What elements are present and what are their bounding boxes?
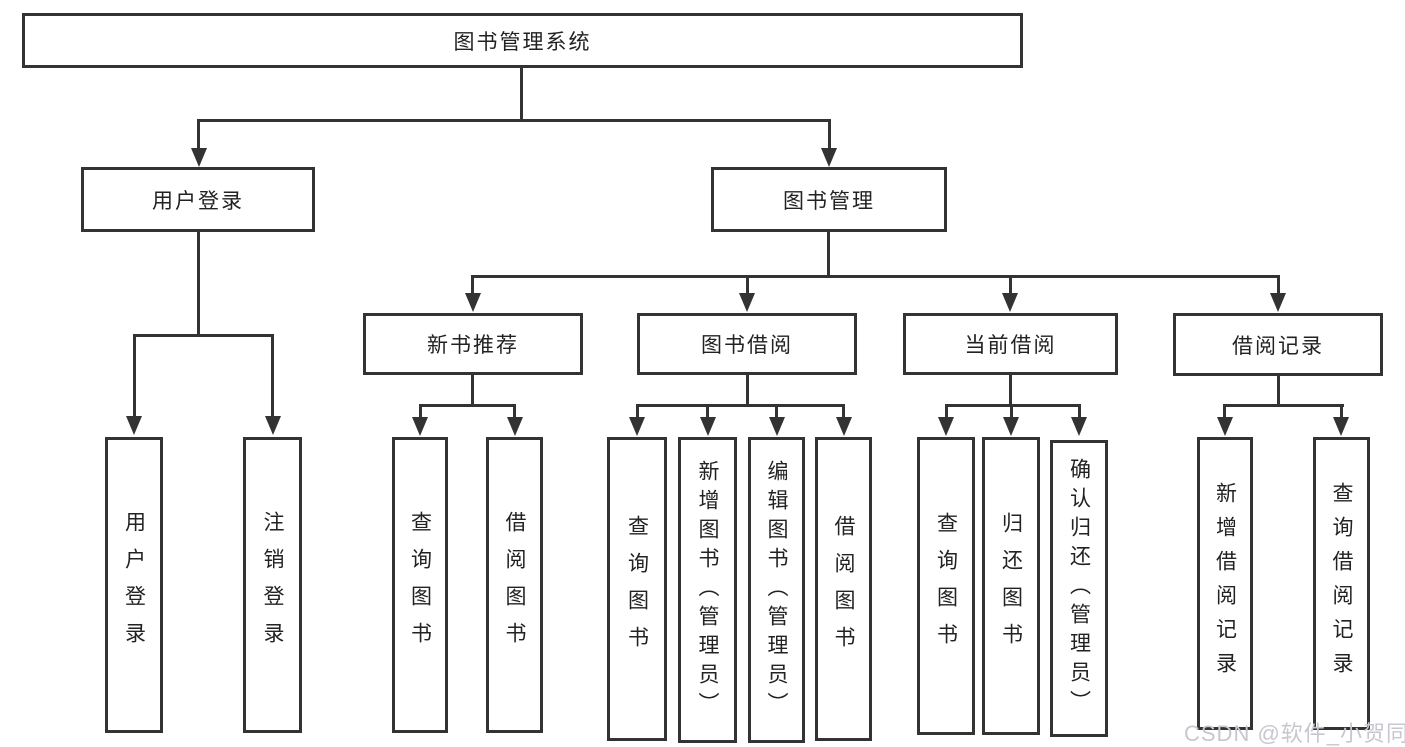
node-borrow-book: 借阅图书 (486, 437, 543, 733)
connector-root-stub-left (197, 119, 200, 151)
csdn-watermark: CSDN @软件_小贺同学 (1184, 721, 1405, 746)
connector-currentborrow-vertical (1009, 375, 1012, 406)
node-root: 图书管理系统 (22, 13, 1023, 68)
connector-root-horizontal (197, 119, 831, 122)
connector-bookborrow-stub-1 (636, 404, 639, 419)
connector-bookmgmt-stub-1 (471, 275, 474, 295)
connector-userlogin-horizontal (133, 334, 274, 337)
arrow-down-icon (938, 417, 954, 436)
arrow-down-icon (836, 417, 852, 436)
connector-borrowrecord-stub-1 (1223, 404, 1226, 419)
connector-borrowrecord-horizontal (1223, 404, 1344, 407)
node-query-book: 查询图书 (917, 437, 975, 735)
connector-bookborrow-stub-4 (842, 404, 845, 419)
node-user-login: 用户登录 (81, 167, 315, 232)
arrow-down-icon (412, 417, 428, 436)
connector-borrowrecord-stub-2 (1340, 404, 1343, 419)
connector-newbook-horizontal (419, 404, 516, 407)
connector-bookmgmt-stub-4 (1277, 275, 1280, 295)
connector-bookborrow-horizontal (636, 404, 845, 407)
arrow-down-icon (769, 417, 785, 436)
node-new-book-recommend: 新书推荐 (363, 313, 583, 375)
node-borrow-record: 借阅记录 (1173, 313, 1383, 376)
node-book-management: 图书管理 (711, 167, 947, 232)
connector-currentborrow-stub-3 (1078, 404, 1081, 419)
connector-root-vertical (520, 68, 523, 120)
connector-borrowrecord-vertical (1277, 376, 1280, 406)
connector-newbook-stub-1 (419, 404, 422, 419)
node-add-book-admin: 新增图书（管理员） (678, 437, 737, 743)
connector-bookborrow-stub-3 (775, 404, 778, 419)
node-book-borrow: 图书借阅 (637, 313, 857, 375)
node-current-borrow: 当前借阅 (903, 313, 1118, 375)
connector-newbook-vertical (471, 375, 474, 406)
connector-userlogin-stub-right (271, 334, 274, 416)
node-logout: 注销登录 (243, 437, 302, 733)
arrow-down-icon (1217, 417, 1233, 436)
connector-bookmgmt-stub-2 (746, 275, 749, 295)
node-edit-book-admin: 编辑图书（管理员） (748, 437, 805, 743)
arrow-down-icon (1071, 417, 1087, 436)
arrow-down-icon (739, 293, 755, 312)
connector-bookmgmt-vertical (827, 232, 830, 277)
arrow-down-icon (1333, 417, 1349, 436)
node-query-book: 查询图书 (392, 437, 448, 733)
connector-currentborrow-stub-2 (1010, 404, 1013, 419)
arrow-down-icon (700, 417, 716, 436)
connector-bookborrow-stub-2 (706, 404, 709, 419)
connector-userlogin-stub-left (133, 334, 136, 416)
connector-bookmgmt-stub-3 (1009, 275, 1012, 295)
arrow-down-icon (629, 417, 645, 436)
connector-bookmgmt-horizontal (471, 275, 1280, 278)
arrow-down-icon (507, 417, 523, 436)
arrow-down-icon (1270, 293, 1286, 312)
node-user-login-leaf: 用户登录 (105, 437, 163, 733)
connector-bookborrow-vertical (746, 375, 749, 406)
node-borrow-book: 借阅图书 (815, 437, 872, 741)
arrow-down-icon (126, 416, 142, 435)
arrow-down-icon (265, 416, 281, 435)
arrow-down-icon (1003, 417, 1019, 436)
arrow-down-icon (465, 293, 481, 312)
arrow-down-icon (1002, 293, 1018, 312)
connector-userlogin-vertical (197, 232, 200, 336)
connector-currentborrow-stub-1 (945, 404, 948, 419)
arrow-down-icon (821, 148, 837, 167)
node-query-borrow-record: 查询借阅记录 (1313, 437, 1370, 730)
node-confirm-return-admin: 确认归还（管理员） (1050, 440, 1108, 737)
node-add-borrow-record: 新增借阅记录 (1197, 437, 1253, 730)
connector-root-stub-right (828, 119, 831, 151)
node-return-book: 归还图书 (982, 437, 1040, 735)
arrow-down-icon (191, 148, 207, 167)
connector-newbook-stub-2 (513, 404, 516, 419)
node-query-book: 查询图书 (607, 437, 667, 741)
connector-currentborrow-horizontal (945, 404, 1081, 407)
